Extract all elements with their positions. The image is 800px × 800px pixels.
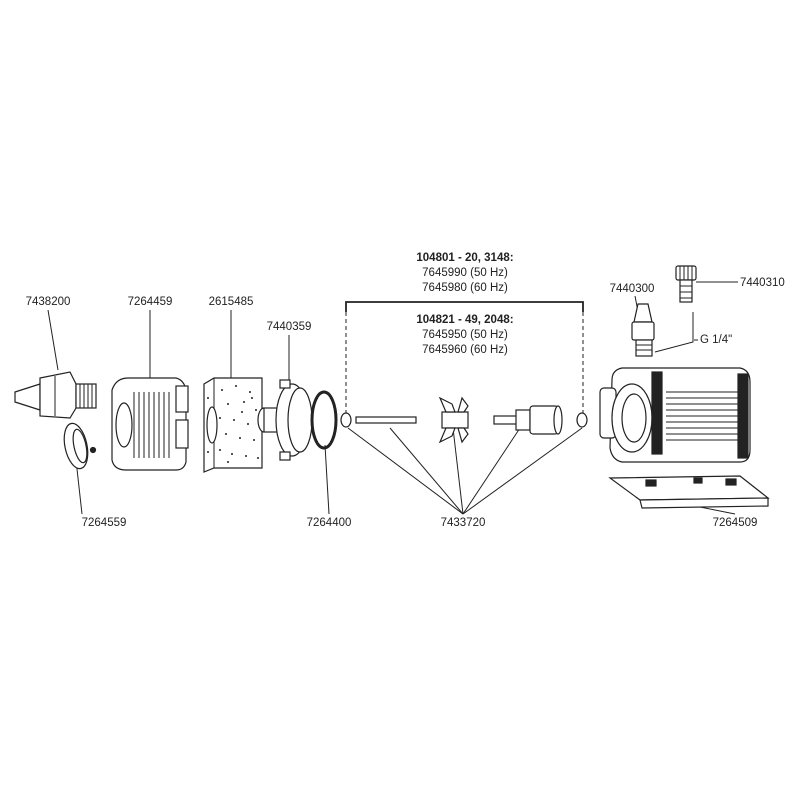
label-pump-cover: 7440359 xyxy=(267,321,312,333)
label-base-plate: 7264509 xyxy=(713,517,758,529)
group-1-variant-60hz: 7645980 (60 Hz) xyxy=(422,282,508,294)
group-1-models: 104801 - 20, 3148: xyxy=(416,252,513,264)
label-foam-filter: 2615485 xyxy=(209,296,254,308)
label-impeller-set: 7433720 xyxy=(441,517,486,529)
label-thread: G 1/4" xyxy=(700,334,732,346)
foam-dots xyxy=(207,385,259,463)
label-nozzle-cap: 7264559 xyxy=(82,517,127,529)
nozzle-cap-part xyxy=(63,422,97,470)
label-filter-basket: 7264459 xyxy=(128,296,173,308)
motor-ribs xyxy=(666,391,740,441)
label-hose-connector: 7440310 xyxy=(740,277,785,289)
impeller-part xyxy=(438,396,469,444)
label-nozzle: 7438200 xyxy=(26,296,71,308)
impeller-set-part xyxy=(340,396,588,444)
label-o-ring: 7264400 xyxy=(307,517,352,529)
adapter-part xyxy=(631,303,655,357)
group-2-variant-60hz: 7645960 (60 Hz) xyxy=(422,344,508,356)
base-plate-part xyxy=(608,475,770,509)
nozzle-part xyxy=(14,371,97,419)
pump-cover-part xyxy=(257,379,313,461)
group-1-variant-50hz: 7645990 (50 Hz) xyxy=(422,267,508,279)
hose-connector-part xyxy=(675,265,697,303)
rotor-part xyxy=(493,405,563,435)
group-bracket xyxy=(345,301,584,418)
motor-housing-part xyxy=(599,367,751,463)
filter-basket-part xyxy=(111,377,189,471)
foam-filter-part xyxy=(203,377,263,473)
basket-slots xyxy=(133,392,170,458)
group-2-variant-50hz: 7645950 (50 Hz) xyxy=(422,329,508,341)
group-2-models: 104821 - 49, 2048: xyxy=(416,314,513,326)
o-ring-part xyxy=(310,390,338,450)
label-adapter: 7440300 xyxy=(610,283,655,295)
